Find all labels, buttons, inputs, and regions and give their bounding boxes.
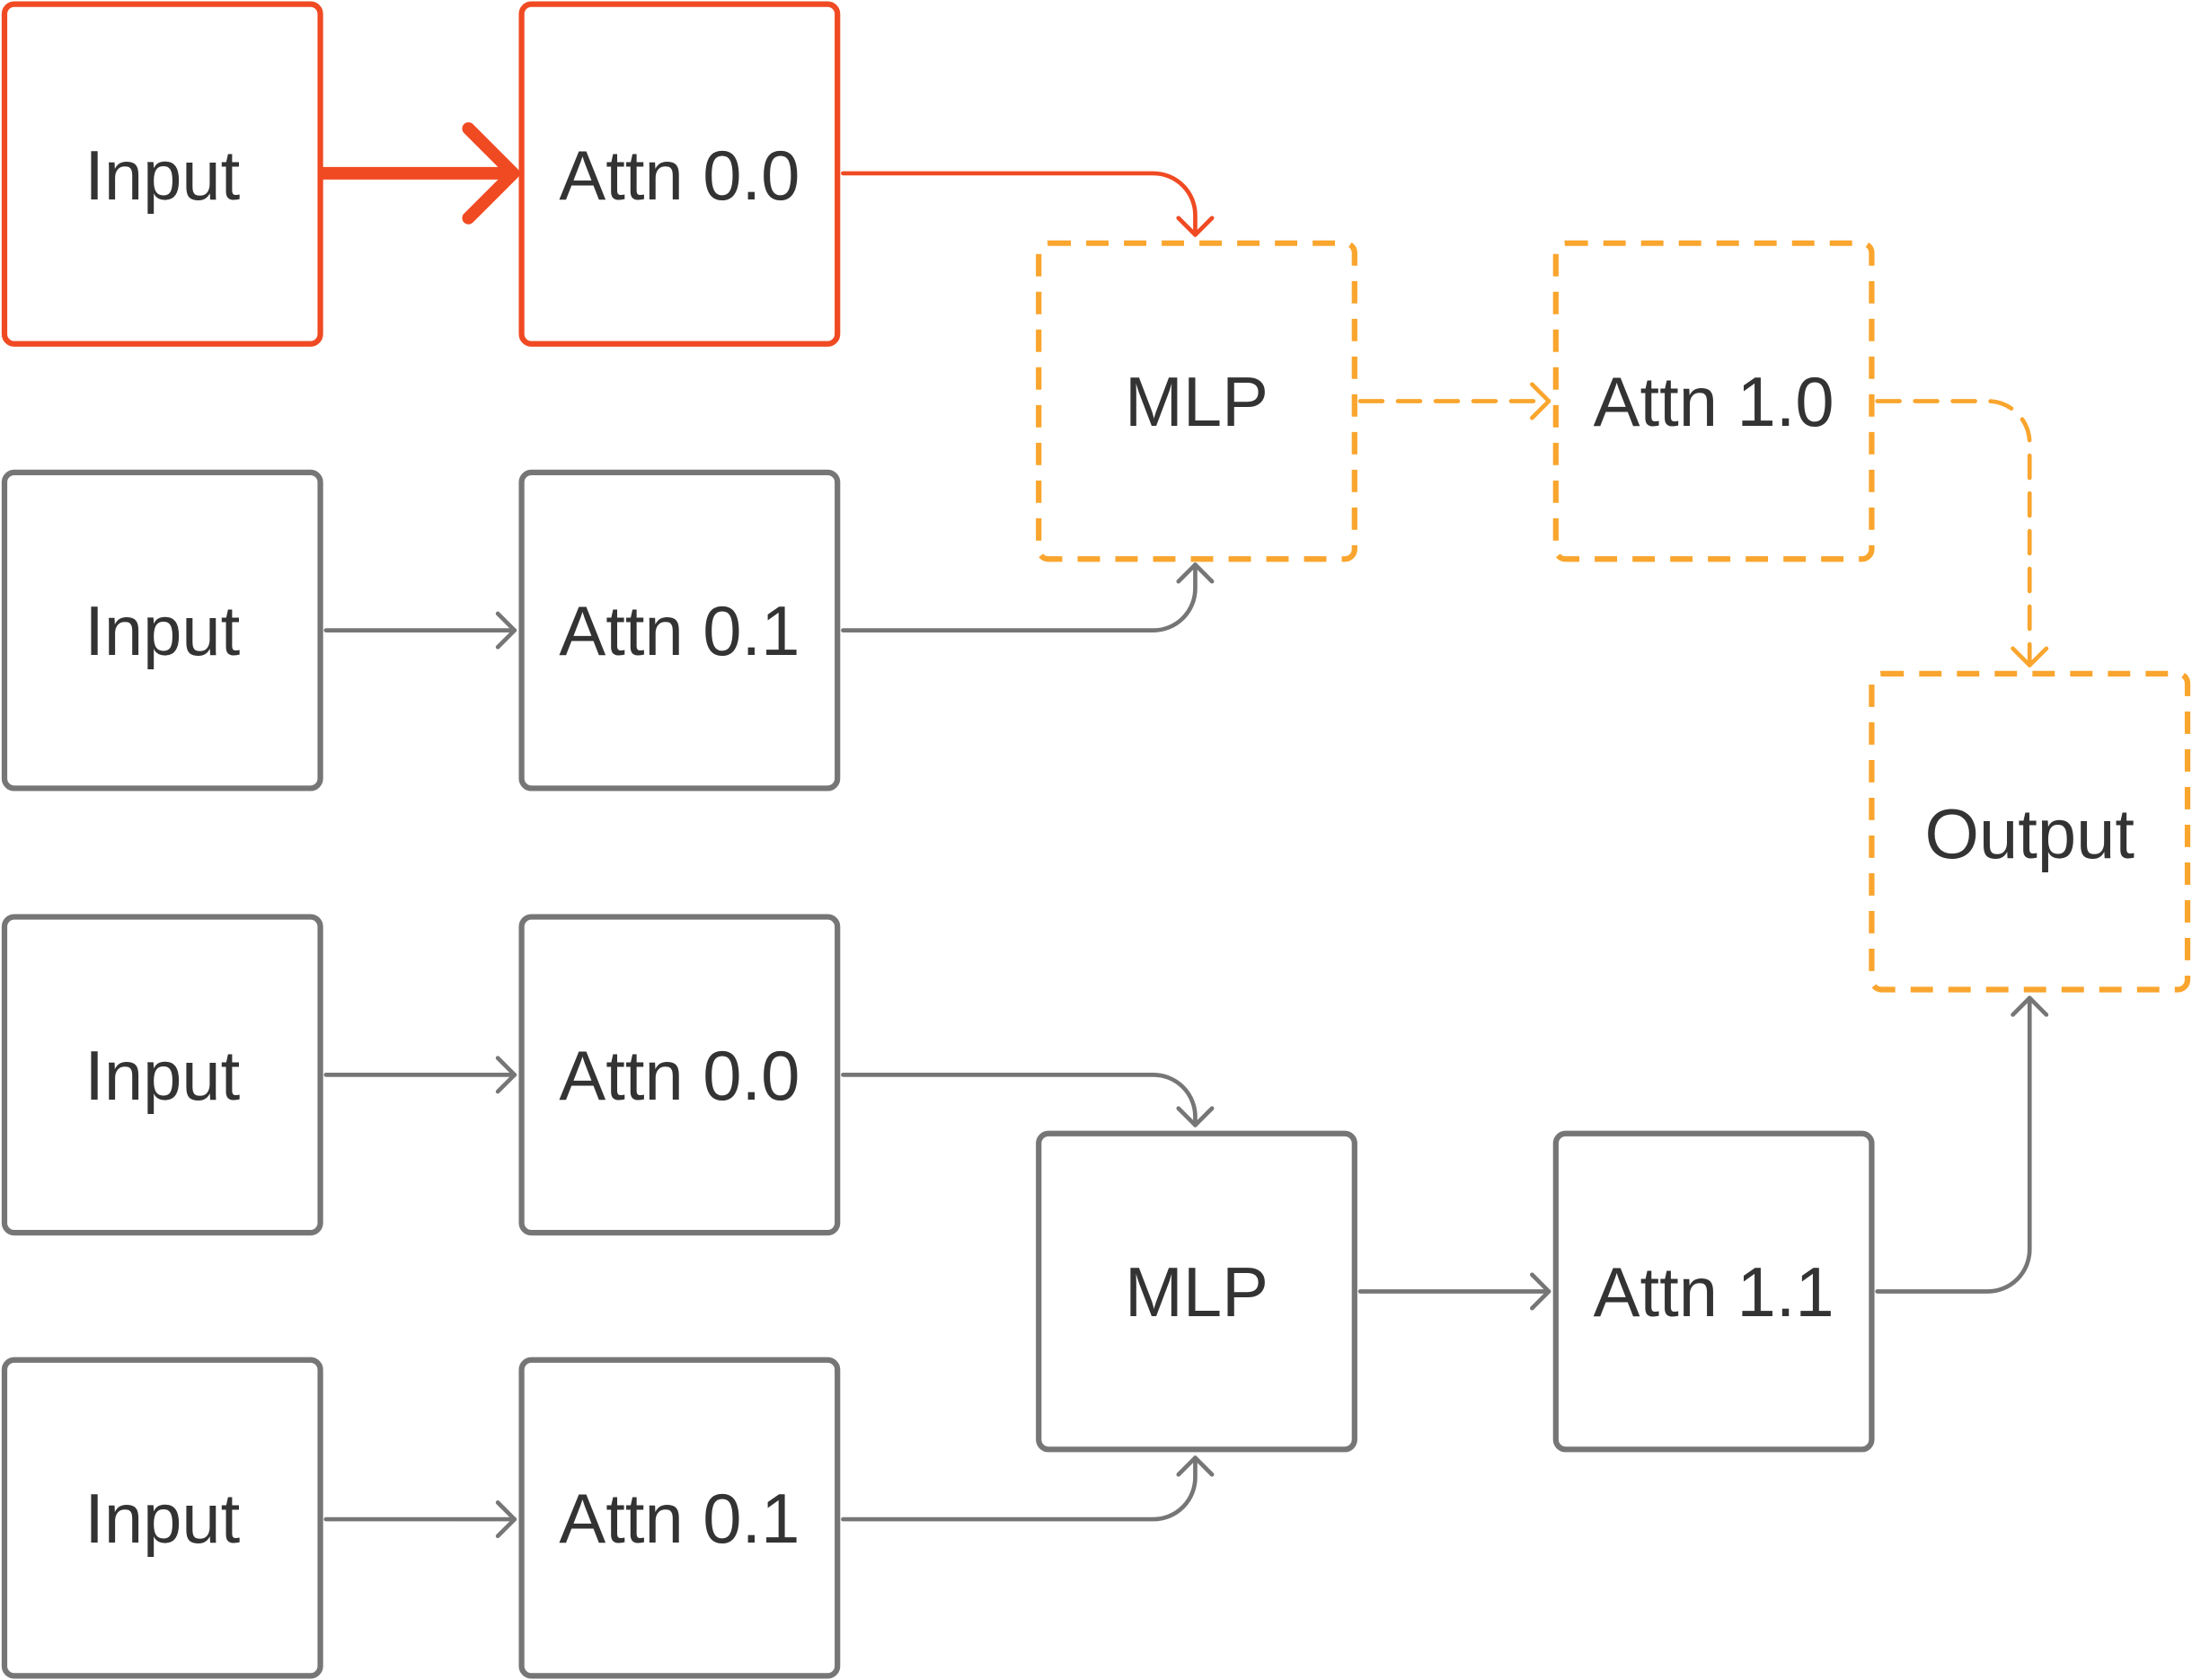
node-label: Attn 0.1 [559, 1481, 800, 1558]
edge-attn00-mlp-bottom [841, 1073, 1215, 1127]
node-attn-01-top: Attn 0.1 [518, 469, 841, 791]
node-input-1: Input [1, 1, 323, 347]
node-label: Input [84, 137, 240, 215]
node-attn-10: Attn 1.0 [1552, 240, 1875, 562]
edge-attn01-mlp-bottom [841, 1455, 1215, 1522]
edge-input1-attn00 [316, 122, 520, 225]
node-label: Attn 1.0 [1594, 364, 1834, 441]
node-input-3: Input [1, 914, 323, 1236]
arrowhead-icon [462, 122, 520, 225]
node-label: Attn 0.0 [559, 1038, 800, 1115]
node-label: Output [1925, 796, 2135, 873]
edge-input3-attn00 [323, 1056, 517, 1094]
arrowhead-icon [495, 1500, 517, 1539]
edge-attn10-output [1875, 399, 2049, 668]
node-attn-01-bottom: Attn 0.1 [518, 1357, 841, 1679]
node-label: Attn 0.1 [559, 593, 800, 670]
node-label: Input [84, 1481, 240, 1558]
edge-attn00-mlp-top [841, 171, 1215, 237]
node-label: Input [84, 593, 240, 670]
edge-input4-attn01 [323, 1500, 517, 1539]
node-label: Attn 1.1 [1594, 1254, 1834, 1331]
edge-mlp-bottom-attn11 [1357, 1272, 1551, 1311]
arrowhead-icon [1530, 1272, 1551, 1311]
node-output: Output [1869, 670, 2191, 993]
edge-attn01-mlp-top [841, 562, 1215, 632]
edge-input2-attn01 [323, 611, 517, 650]
node-label: MLP [1125, 1254, 1268, 1331]
arrowhead-icon [2011, 995, 2049, 1017]
node-mlp-bottom: MLP [1036, 1130, 1357, 1453]
node-label: MLP [1125, 364, 1268, 441]
arrowhead-icon [495, 611, 517, 650]
arrowhead-icon [1176, 1106, 1215, 1127]
arrowhead-icon [1176, 216, 1215, 237]
arrowhead-icon [1176, 562, 1215, 584]
node-attn-00-top: Attn 0.0 [518, 1, 841, 347]
arrowhead-icon [1176, 1455, 1215, 1477]
edge-mlp-top-attn10 [1357, 382, 1551, 420]
arrowhead-icon [1530, 382, 1551, 420]
edge-attn11-output [1875, 995, 2049, 1294]
node-label: Attn 0.0 [559, 137, 800, 215]
node-input-2: Input [1, 469, 323, 791]
node-mlp-top: MLP [1036, 240, 1357, 562]
node-label: Input [84, 1038, 240, 1115]
node-attn-00-bottom: Attn 0.0 [518, 914, 841, 1236]
node-attn-11: Attn 1.1 [1552, 1130, 1875, 1453]
arrowhead-icon [2011, 646, 2049, 668]
node-input-4: Input [1, 1357, 323, 1679]
arrowhead-icon [495, 1056, 517, 1094]
